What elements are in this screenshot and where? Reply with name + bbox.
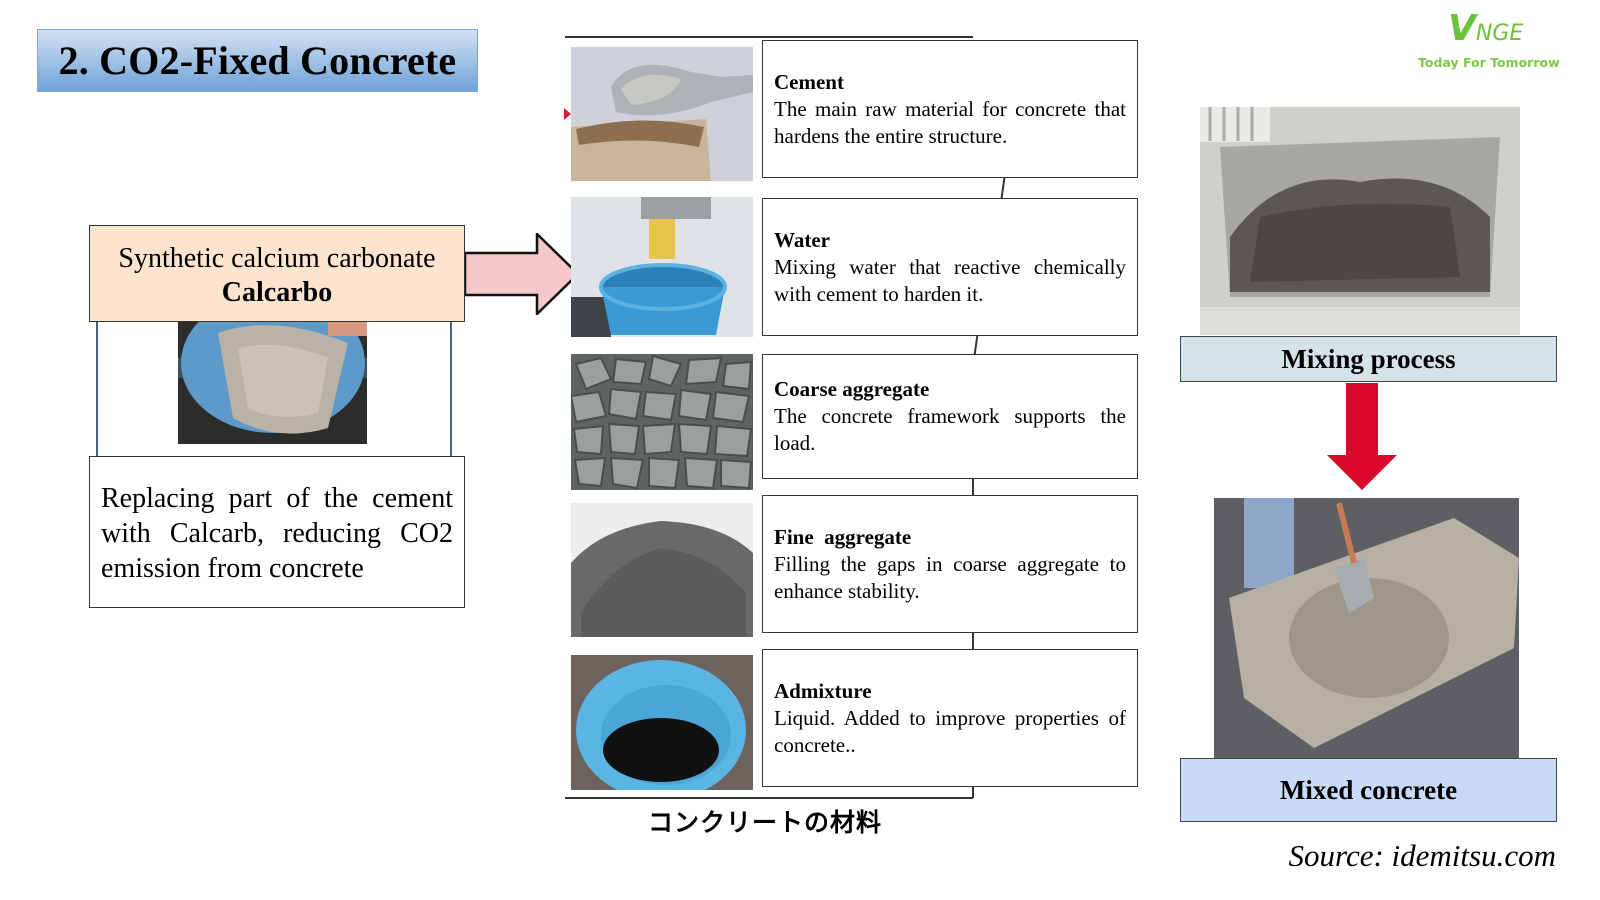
calcarbo-label-line1: Synthetic calcium carbonate	[118, 243, 436, 274]
gravel-photo	[571, 354, 753, 490]
red-marker-icon	[564, 108, 571, 120]
material-description: Mixing water that reactive chemically wi…	[774, 254, 1126, 306]
connector-line	[972, 479, 974, 495]
material-name: Cement	[774, 69, 844, 94]
arrow-right-icon	[465, 233, 580, 315]
sand-photo	[571, 503, 753, 637]
arrow-down-icon	[1327, 383, 1397, 490]
material-box-fine-aggregate: Fine aggregate Filling the gaps in coars…	[762, 495, 1138, 633]
mixed-concrete-label: Mixed concrete	[1180, 758, 1557, 822]
material-name: Fine aggregate	[774, 524, 912, 549]
vnge-logo: VNGE Today For Tomorrow	[1410, 8, 1570, 78]
admixture-bucket-photo	[571, 655, 753, 790]
material-name: Coarse aggregate	[774, 377, 930, 401]
materials-bracket-tick	[972, 786, 974, 798]
mixed-concrete-photo	[1214, 498, 1519, 759]
materials-bracket-bottom	[565, 797, 973, 799]
slide-title: 2. CO2-Fixed Concrete	[58, 38, 457, 83]
logo-brand: VNGE	[1448, 8, 1524, 49]
material-name: Admixture	[774, 678, 872, 703]
material-description: Liquid. Added to improve properties of c…	[774, 705, 1126, 757]
calcarbo-label-box: Synthetic calcium carbonate Calcarbo	[89, 225, 465, 322]
mixing-process-photo	[1200, 107, 1520, 335]
mixing-process-label: Mixing process	[1180, 336, 1557, 382]
material-box-cement: Cement The main raw material for concret…	[762, 40, 1138, 178]
material-description: The main raw material for concrete that …	[774, 96, 1126, 148]
calcarbo-label-name: Calcarbo	[221, 277, 333, 308]
cement-scoop-photo	[571, 47, 753, 181]
materials-caption: コンクリートの材料	[647, 808, 882, 837]
slide-title-box: 2. CO2-Fixed Concrete	[37, 29, 478, 92]
connector-line	[972, 633, 974, 649]
material-box-admixture: Admixture Liquid. Added to improve prope…	[762, 649, 1138, 787]
logo-tagline: Today For Tomorrow	[1418, 55, 1560, 70]
source-citation: Source: idemitsu.com	[1288, 838, 1556, 873]
material-name: Water	[774, 227, 830, 252]
material-box-coarse-aggregate: Coarse aggregate The concrete framework …	[762, 354, 1138, 479]
connector-line	[1000, 178, 1006, 198]
materials-bracket-top	[565, 36, 973, 38]
calcarbo-description-box: Replacing part of the cement with Calcar…	[89, 456, 465, 608]
calcarbo-photo-frame	[96, 318, 452, 456]
calcarbo-powder-photo	[178, 318, 367, 444]
calcarbo-description: Replacing part of the cement with Calcar…	[101, 483, 453, 584]
material-description: Filling the gaps in coarse aggregate to …	[774, 551, 1126, 603]
water-bucket-photo	[571, 197, 753, 337]
connector-line	[973, 336, 979, 354]
material-box-water: Water Mixing water that reactive chemica…	[762, 198, 1138, 336]
material-description: The concrete framework supports the load…	[774, 404, 1126, 455]
